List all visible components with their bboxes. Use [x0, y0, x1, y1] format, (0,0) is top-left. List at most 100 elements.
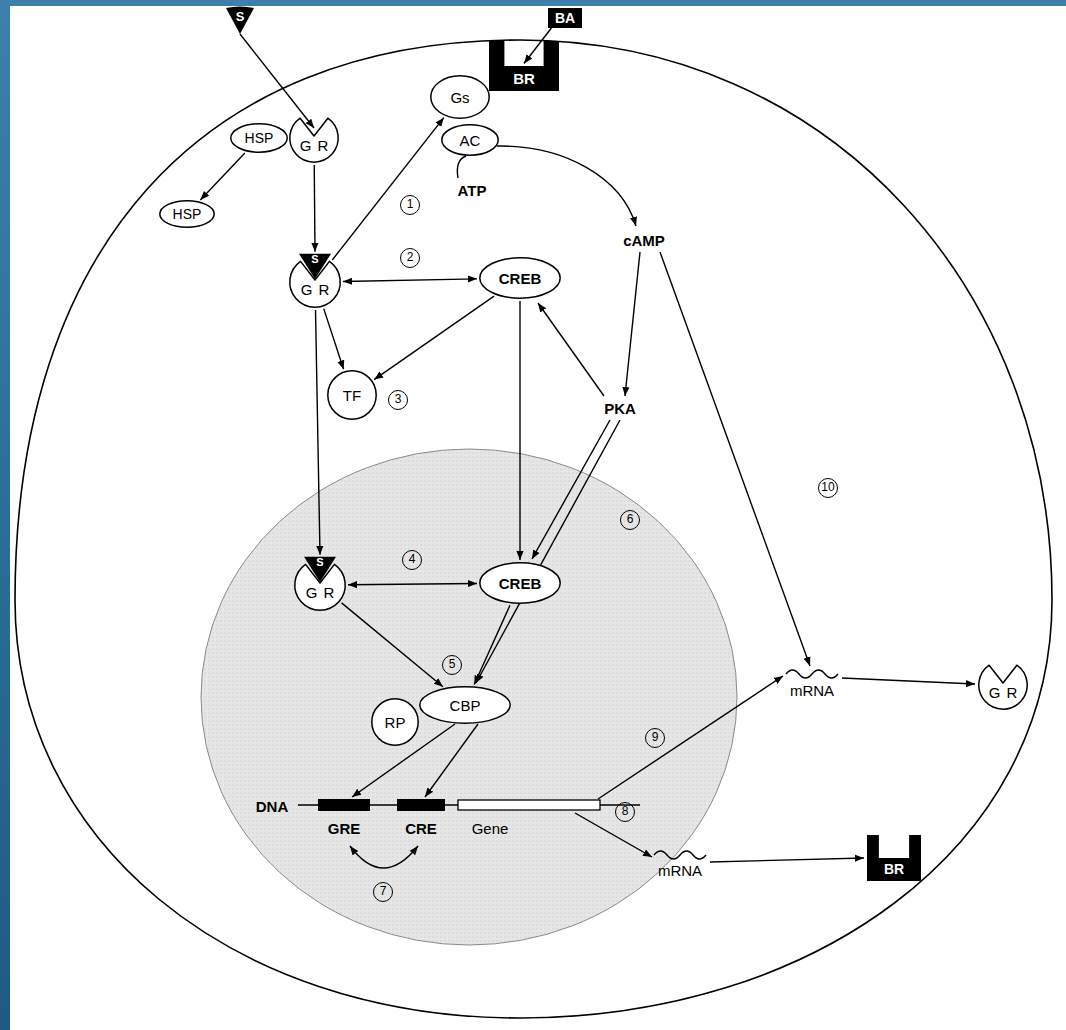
node-label: GR: [306, 584, 341, 601]
glucocorticoid-receptor-shape: [979, 665, 1027, 709]
text-label: mRNA: [658, 862, 702, 879]
text-label: Gene: [472, 820, 509, 837]
transcription-factor-shape: [328, 371, 376, 419]
text-label: mRNA: [790, 682, 834, 699]
node-label: GR: [989, 684, 1024, 701]
agonist-box: BA: [548, 8, 582, 28]
callout-number: 3: [388, 390, 408, 410]
heat-shock-protein: HSP: [230, 123, 288, 153]
steroid-receptor-complex: S GR: [289, 256, 341, 308]
callout-number: 7: [373, 882, 393, 902]
creb-factor: CREB: [479, 257, 561, 299]
creb-factor-shape: [480, 258, 560, 298]
text-label: DNA: [256, 798, 289, 815]
pka-arrow: [625, 252, 640, 396]
arrow-connector: [240, 34, 314, 128]
arrow-connector: [314, 165, 316, 252]
callout-number: 5: [442, 655, 462, 675]
mrna-strand: [786, 670, 838, 678]
text-label: GRE: [328, 820, 361, 837]
callout-number: 4: [402, 550, 422, 570]
node-label: CREB: [499, 270, 542, 287]
camp-mrna-arrow: [660, 252, 810, 666]
adenylyl-cyclase-shape: [442, 125, 498, 155]
g-protein: Gs: [430, 75, 490, 119]
node-label: BR: [884, 861, 904, 877]
callout-number: 8: [615, 802, 635, 822]
node-label: AC: [460, 132, 481, 149]
pka-cbp-arrow: [476, 420, 620, 683]
arrow-connector: [343, 279, 477, 282]
heat-shock-protein-shape: [160, 201, 214, 227]
text-label: CRE: [405, 820, 437, 837]
steroid-ligand-shape: [226, 7, 254, 35]
node-label: CBP: [450, 697, 481, 714]
pka-creb-arrow: [532, 420, 610, 559]
arrow-connector: [348, 583, 477, 584]
steroid-receptor-complex: S GR: [294, 559, 346, 611]
cbp-coactivator: CBP: [419, 686, 511, 724]
text-label: PKA: [604, 400, 636, 417]
ligand-label: S: [316, 556, 323, 569]
node-label: Gs: [450, 89, 469, 106]
arrow-connector: [342, 603, 443, 687]
beta-receptor: BR: [489, 41, 559, 91]
node-label: CREB: [499, 575, 542, 592]
node-label: BR: [513, 70, 535, 87]
node-label: GR: [301, 281, 336, 298]
callout-number: 6: [620, 510, 640, 530]
rna-polymerase: RP: [371, 698, 419, 746]
node-label: GR: [300, 137, 335, 154]
arrow-connector: [200, 153, 245, 200]
node-label: TF: [343, 387, 361, 404]
beta-receptor: BR: [867, 835, 921, 881]
heat-shock-protein-shape: [231, 124, 287, 152]
heat-shock-protein: HSP: [159, 200, 215, 228]
ligand-label: S: [311, 253, 318, 266]
arrow-connector: [374, 296, 494, 380]
arrow-connector: [519, 301, 520, 560]
adenylyl-cyclase: AC: [441, 124, 499, 156]
transcription-arrow: [575, 813, 652, 857]
camp-arrow: [497, 146, 636, 226]
transcription-arrow: [598, 676, 783, 799]
gre-cre-loop: [350, 846, 418, 868]
arrow-connector: [332, 118, 444, 260]
mrna-strand: [654, 851, 706, 859]
node-label: HSP: [245, 130, 274, 146]
glucocorticoid-receptor: GR: [978, 660, 1028, 710]
text-label: ATP: [458, 182, 487, 199]
arrow-connector: [316, 310, 320, 555]
text-label: cAMP: [623, 232, 665, 249]
glucocorticoid-receptor: GR: [289, 113, 339, 163]
gre-element: [318, 799, 370, 811]
nucleus: [201, 449, 737, 945]
callout-number: 1: [400, 195, 420, 215]
pka-creb-arrow: [538, 303, 604, 396]
cell-membrane: [15, 40, 1052, 1018]
node-label: RP: [385, 714, 406, 731]
arrow-connector: [324, 309, 344, 370]
creb-factor-shape: [480, 563, 560, 603]
node-label: S: [236, 9, 245, 24]
atp-line: [457, 156, 466, 178]
arrow-connector: [474, 605, 510, 684]
steroid-ligand: [299, 254, 331, 279]
cbp-cre-arrow: [425, 724, 478, 797]
node-label: HSP: [173, 206, 202, 222]
beta-receptor-shape: [867, 835, 921, 881]
steroid-ligand: S: [226, 8, 254, 34]
callout-number: 10: [818, 478, 838, 498]
translation-arrow: [842, 678, 975, 684]
cre-element: [397, 799, 445, 811]
creb-factor: CREB: [479, 562, 561, 604]
gene-region: [458, 800, 600, 810]
g-protein-shape: [431, 76, 489, 118]
callout-number: 9: [645, 728, 665, 748]
cbp-coactivator-shape: [420, 687, 510, 723]
glucocorticoid-receptor-shape: [290, 118, 338, 162]
steroid-ligand: [304, 557, 336, 582]
beta-receptor-shape: [489, 41, 559, 91]
rna-polymerase-shape: [372, 699, 418, 745]
